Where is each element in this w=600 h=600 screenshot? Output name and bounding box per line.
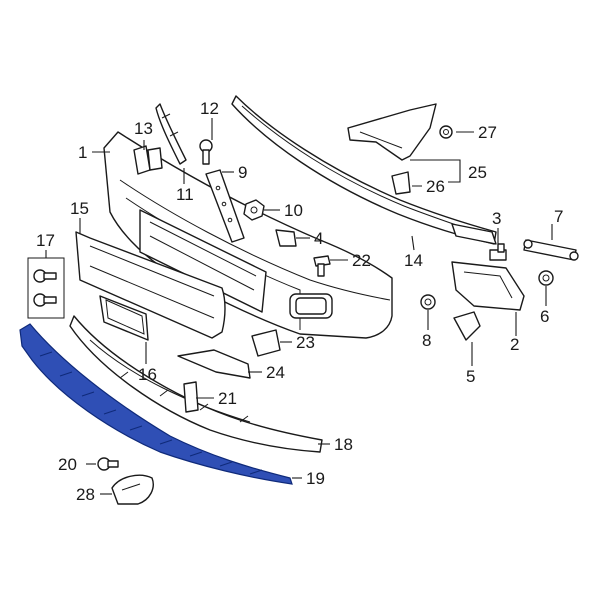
callout-15: 15 — [70, 199, 89, 218]
callout-2: 2 — [510, 335, 519, 354]
callout-3: 3 — [492, 209, 501, 228]
part-9-strip[interactable] — [205, 169, 245, 243]
part-23-bracket[interactable] — [251, 329, 281, 357]
part-8-nut[interactable] — [420, 294, 436, 310]
part-25-bracket[interactable] — [347, 103, 437, 161]
part-7-bracket[interactable] — [523, 239, 579, 261]
part-21-bracket[interactable] — [183, 381, 199, 413]
callout-20: 20 — [58, 455, 77, 474]
part-26-clip[interactable] — [391, 171, 411, 195]
callout-1: 1 — [78, 143, 87, 162]
part-28-clip[interactable] — [111, 474, 154, 505]
callout-13: 13 — [134, 119, 153, 138]
part-24-air-guide[interactable] — [177, 349, 251, 379]
callout-5: 5 — [466, 367, 475, 386]
callout-19: 19 — [306, 469, 325, 488]
part-27-nut[interactable] — [439, 125, 453, 139]
part-17-bolts-box[interactable] — [27, 257, 65, 319]
part-1-bumper-face[interactable] — [103, 131, 393, 339]
callout-labels: 1 2 3 4 5 6 7 8 9 10 11 12 13 14 15 16 1… — [36, 99, 563, 504]
part-20-bolt[interactable] — [97, 457, 119, 471]
callout-18: 18 — [334, 435, 353, 454]
callout-12: 12 — [200, 99, 219, 118]
part-22-bolt[interactable] — [313, 255, 331, 277]
part-12-bolt[interactable] — [199, 139, 213, 165]
part-11-side-bracket[interactable] — [155, 103, 187, 165]
callout-7: 7 — [554, 207, 563, 226]
callout-21: 21 — [218, 389, 237, 408]
part-10-nut[interactable] — [243, 199, 265, 221]
callout-4: 4 — [314, 229, 323, 248]
callout-27: 27 — [478, 123, 497, 142]
part-13-bracket[interactable] — [133, 145, 163, 175]
part-4-clip[interactable] — [275, 229, 297, 247]
part-6-nut[interactable] — [538, 270, 554, 286]
callout-28: 28 — [76, 485, 95, 504]
callout-22: 22 — [352, 251, 371, 270]
part-2-mount-bracket[interactable] — [451, 261, 525, 311]
part-14-reinforcement[interactable] — [231, 95, 497, 245]
callout-6: 6 — [540, 307, 549, 326]
part-15-lower-panel[interactable] — [75, 231, 226, 339]
callout-14: 14 — [404, 251, 423, 270]
callout-9: 9 — [238, 163, 247, 182]
callout-26: 26 — [426, 177, 445, 196]
part-3-bolt[interactable] — [489, 243, 507, 261]
callout-10: 10 — [284, 201, 303, 220]
part-19-air-deflector[interactable] — [19, 323, 293, 485]
part-16-plate-bracket[interactable] — [99, 295, 149, 341]
callout-23: 23 — [296, 333, 315, 352]
callout-25: 25 — [468, 163, 487, 182]
callout-11: 11 — [176, 185, 194, 204]
part-5-clip[interactable] — [453, 311, 481, 341]
part-18-lower-valance[interactable] — [69, 315, 323, 453]
callout-17: 17 — [36, 231, 55, 250]
callout-8: 8 — [422, 331, 431, 350]
callout-16: 16 — [138, 365, 157, 384]
leader-lines — [45, 118, 553, 495]
callout-24: 24 — [266, 363, 285, 382]
